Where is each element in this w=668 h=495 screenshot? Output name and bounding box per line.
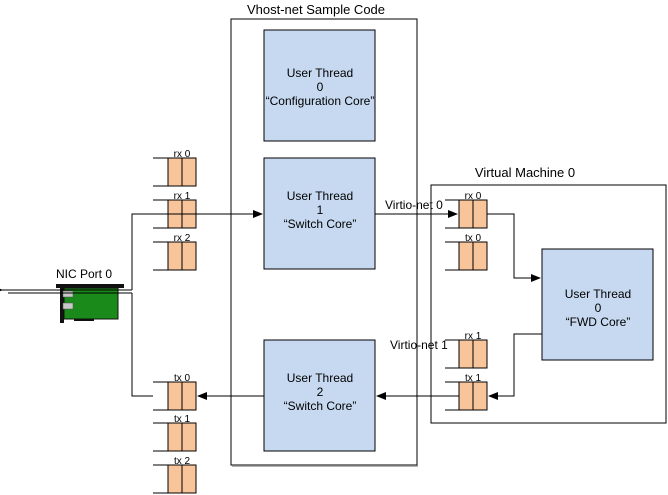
queue-label: rx 1 [174, 191, 191, 202]
virtio-net-1-label: Virtio-net 1 [390, 338, 448, 352]
thread-role: “FWD Core” [566, 315, 631, 329]
virtual-machine-title: Virtual Machine 0 [475, 165, 575, 180]
thread-number: 0 [595, 301, 602, 315]
vm-rx0-to-fwd [487, 213, 541, 282]
thread-label: User Thread [287, 189, 353, 203]
queue-label: rx 0 [174, 149, 191, 160]
thread-role: “Switch Core” [284, 399, 357, 413]
queue-vm-tx-0: tx 0 [445, 233, 488, 271]
connections [0, 210, 542, 400]
queue-host-tx-2: tx 2 [153, 456, 197, 494]
queue-host-tx-0: tx 0 [153, 373, 197, 411]
thread-number: 0 [317, 80, 324, 94]
queue-label: tx 1 [465, 373, 482, 384]
virtio-net-0-label: Virtio-net 0 [385, 198, 443, 212]
thread-fwd-core: User Thread 0 “FWD Core” [541, 248, 654, 361]
thread-switch-core-2: User Thread 2 “Switch Core” [263, 339, 376, 452]
queue-label: tx 2 [174, 456, 191, 467]
thread-label: User Thread [565, 287, 631, 301]
queue-host-rx-1: rx 1 [153, 191, 197, 229]
thread-role: “Configuration Core” [266, 94, 375, 108]
thread-label: User Thread [287, 371, 353, 385]
queue-host-rx-0: rx 0 [153, 149, 197, 187]
queue-label: rx 1 [465, 331, 482, 342]
queue-vm-rx-1: rx 1 [445, 331, 488, 369]
nic-to-tx0 [131, 293, 153, 397]
thread-label: User Thread [287, 66, 353, 80]
fwd-to-vm-tx1 [488, 333, 542, 400]
queue-label: tx 0 [174, 373, 191, 384]
queue-host-rx-2: rx 2 [153, 233, 197, 271]
queue-label: tx 0 [465, 233, 482, 244]
vhost-net-title: Vhost-net Sample Code [247, 2, 385, 17]
thread-config-core: User Thread 0 “Configuration Core” [263, 29, 376, 142]
thread-number: 2 [317, 385, 324, 399]
queue-vm-rx-0: rx 0 [445, 191, 488, 229]
nic-port-label: NIC Port 0 [56, 267, 112, 281]
thread-switch-core-1: User Thread 1 “Switch Core” [263, 157, 376, 270]
queue-label: rx 2 [174, 233, 191, 244]
thread-number: 1 [317, 203, 324, 217]
queue-vm-tx-1: tx 1 [445, 373, 488, 411]
thread-role: “Switch Core” [284, 217, 357, 231]
nic-to-switch1 [131, 210, 263, 290]
queue-host-tx-1: tx 1 [153, 414, 197, 452]
nic-card-icon: NIC Port 0 [56, 267, 124, 323]
queue-label: tx 1 [174, 414, 191, 425]
queue-label: rx 0 [465, 191, 482, 202]
